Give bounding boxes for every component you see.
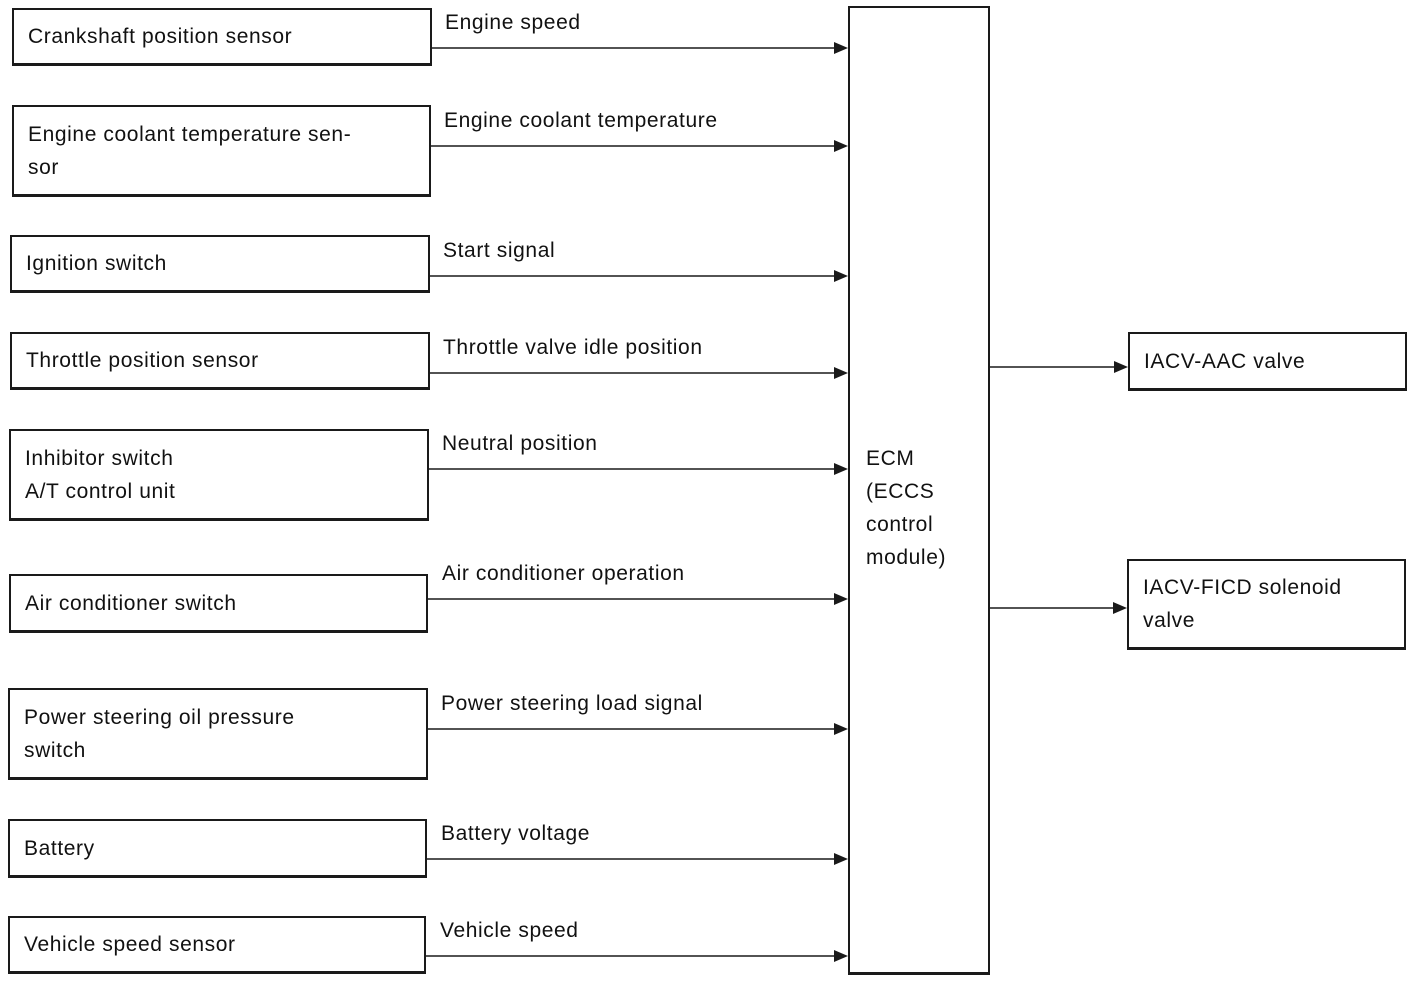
signal-label-neutral-position: Neutral position bbox=[442, 432, 598, 455]
arrowhead-icon bbox=[834, 853, 848, 865]
arrowhead-icon bbox=[834, 42, 848, 54]
signal-label-vehicle-speed: Vehicle speed bbox=[440, 919, 579, 942]
arrowhead-icon bbox=[1114, 361, 1128, 373]
arrowhead-icon bbox=[834, 950, 848, 962]
input-label: Throttle position sensor bbox=[26, 349, 259, 372]
output-box-iacv-aac-valve: IACV-AAC valve bbox=[1128, 332, 1407, 391]
arrowhead-icon bbox=[834, 593, 848, 605]
signal-label-air-conditioner-operation: Air conditioner operation bbox=[442, 562, 685, 585]
input-box-vehicle-speed-sensor: Vehicle speed sensor bbox=[8, 916, 426, 974]
input-box-engine-coolant-temperature-sensor: Engine coolant temperature sen- sor bbox=[12, 105, 431, 197]
arrowhead-icon bbox=[834, 367, 848, 379]
arrowhead-icon bbox=[834, 463, 848, 475]
input-box-ignition-switch: Ignition switch bbox=[10, 235, 430, 293]
signal-label-battery-voltage: Battery voltage bbox=[441, 822, 591, 845]
input-label: Battery bbox=[24, 836, 95, 860]
input-label: Vehicle speed sensor bbox=[24, 933, 236, 956]
signal-label-engine-coolant-temperature: Engine coolant temperature bbox=[444, 109, 718, 132]
input-label: Inhibitor switch A/T control unit bbox=[25, 446, 176, 503]
arrowhead-icon bbox=[834, 140, 848, 152]
arrowhead-icon bbox=[834, 723, 848, 735]
signal-label-start-signal: Start signal bbox=[443, 239, 556, 262]
input-box-inhibitor-switch: Inhibitor switch A/T control unit bbox=[9, 429, 429, 521]
input-box-crankshaft-position-sensor: Crankshaft position sensor bbox=[12, 8, 432, 66]
arrowhead-icon bbox=[1113, 602, 1127, 614]
input-label: Air conditioner switch bbox=[25, 591, 237, 615]
signal-label-power-steering-load-signal: Power steering load signal bbox=[441, 692, 703, 715]
signal-label-throttle-valve-idle-position: Throttle valve idle position bbox=[443, 336, 703, 359]
output-label: IACV-AAC valve bbox=[1144, 349, 1306, 373]
output-label: IACV-FICD solenoid valve bbox=[1143, 576, 1342, 632]
input-label: Engine coolant temperature sen- sor bbox=[28, 122, 352, 179]
input-label: Ignition switch bbox=[26, 252, 167, 275]
ecm-box bbox=[848, 6, 990, 975]
ecm-label: ECM (ECCS control module) bbox=[866, 447, 947, 569]
input-box-battery: Battery bbox=[8, 819, 427, 878]
arrowhead-icon bbox=[834, 270, 848, 282]
output-box-iacv-ficd-solenoid-valve: IACV-FICD solenoid valve bbox=[1127, 559, 1406, 650]
input-label: Crankshaft position sensor bbox=[28, 25, 293, 48]
input-label: Power steering oil pressure switch bbox=[24, 705, 295, 762]
signal-label-engine-speed: Engine speed bbox=[445, 11, 581, 34]
input-box-power-steering-oil-pressure-switch: Power steering oil pressure switch bbox=[8, 688, 428, 780]
input-box-air-conditioner-switch: Air conditioner switch bbox=[9, 574, 428, 633]
input-box-throttle-position-sensor: Throttle position sensor bbox=[10, 332, 430, 390]
